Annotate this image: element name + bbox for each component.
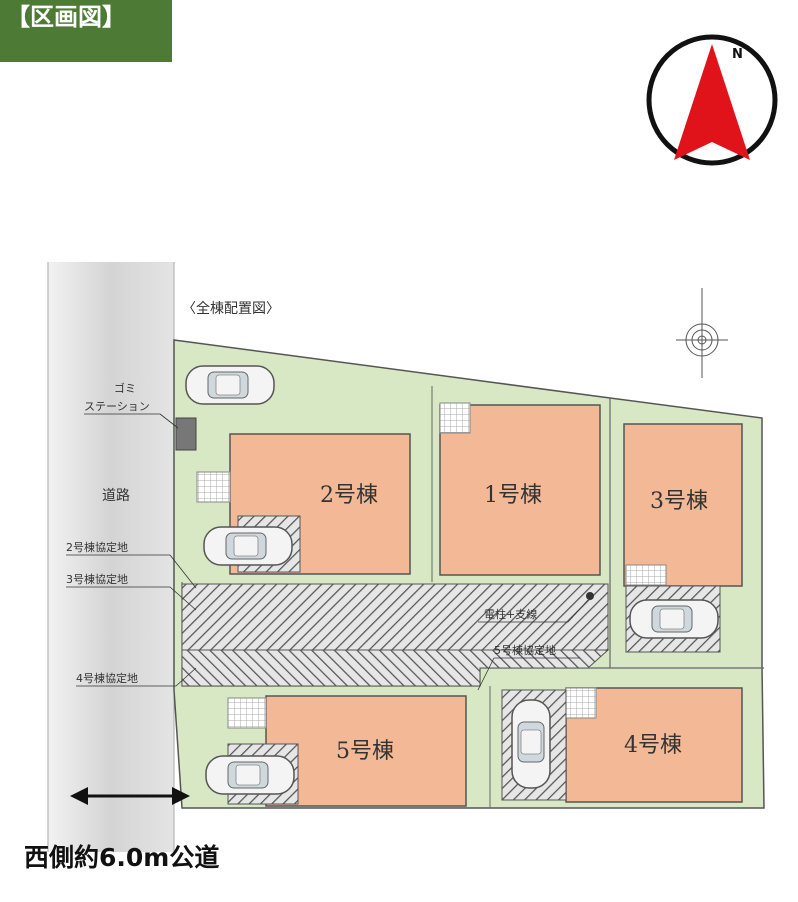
car-icon	[185, 365, 275, 405]
easement-2-label: 2号棟協定地	[66, 540, 128, 554]
road-width-arrow-icon	[70, 787, 190, 805]
entrance-porch	[565, 687, 597, 719]
building-3	[623, 423, 743, 587]
entrance-porch	[439, 402, 471, 434]
car-icon	[203, 526, 293, 566]
entrance-porch	[227, 697, 267, 729]
entrance-porch	[196, 471, 231, 503]
utility-pole-label: 電柱+支線	[484, 607, 537, 621]
building-5-label: 5号棟	[336, 739, 394, 764]
north-arrow-icon: N	[646, 34, 778, 166]
car-icon	[629, 599, 719, 639]
utility-pole-icon	[586, 592, 594, 600]
road-label: 道路	[102, 488, 130, 504]
easement-3-label: 3号棟協定地	[66, 572, 128, 586]
entrance-porch	[625, 564, 667, 586]
garbage-station-box	[175, 417, 197, 451]
easement-4-label: 4号棟協定地	[76, 671, 138, 685]
road	[48, 262, 174, 852]
building-3-label: 3号棟	[650, 489, 708, 514]
building-1-label: 1号棟	[484, 483, 542, 508]
building-2-label: 2号棟	[320, 483, 378, 508]
compass-rose-icon	[676, 288, 728, 378]
garbage-station-label-2: ステーション	[84, 400, 150, 413]
road-caption: 西側約6.0m公道	[24, 843, 220, 872]
plan-subtitle: 〈全棟配置図〉	[182, 301, 280, 317]
section-tag: 【区画図】	[0, 0, 172, 62]
car-icon	[205, 755, 295, 795]
easement-5-label: 5号棟協定地	[494, 643, 556, 657]
garbage-station-label: ゴミ	[114, 381, 136, 395]
north-label: N	[732, 47, 743, 62]
car-icon	[511, 699, 551, 789]
shared-driveway-lower	[181, 649, 610, 687]
shared-driveway-upper	[181, 583, 609, 651]
building-4-label: 4号棟	[624, 733, 682, 758]
